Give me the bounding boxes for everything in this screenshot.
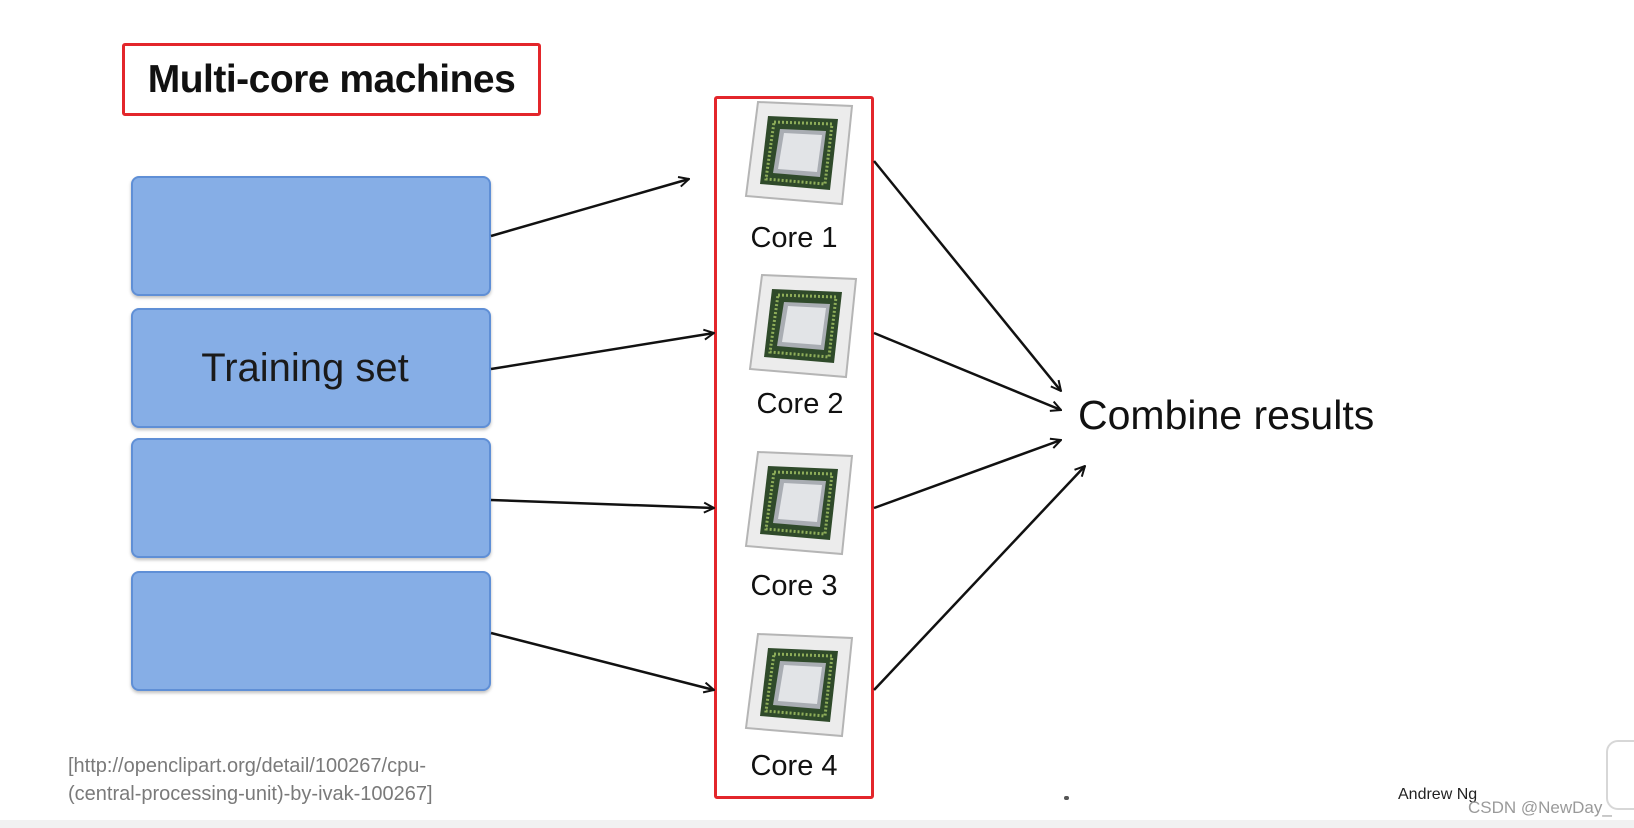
source-line-2: (central-processing-unit)-by-ivak-100267… [68,783,433,805]
watermark: CSDN @NewDay_ [1468,798,1612,817]
core-4-label: Core 4 [750,750,838,782]
core-3-label: Core 3 [750,570,838,602]
core-1-label: Core 1 [750,222,838,254]
source-citation: [http://openclipart.org/detail/100267/cp… [68,752,433,808]
training-set-block-3 [131,438,491,558]
slide-title: Multi-core machines [147,57,516,101]
cpu-chip-icon [748,273,858,379]
cpu-chip-icon [744,100,854,206]
cpu-chip-icon [744,632,854,738]
arrow-core4-to-combine [873,466,1085,691]
core-2-label: Core 2 [756,388,844,420]
training-set-block-4 [131,571,491,691]
arrow-block3-to-core3 [490,498,714,508]
cpu-chip-icon [744,450,854,556]
arrow-core2-to-combine [873,331,1061,410]
arrow-block4-to-core4 [490,631,714,690]
training-set-label: Training set [201,345,409,390]
core-2: Core 2 [714,268,874,428]
core-4: Core 4 [714,628,874,788]
cores-highlight-box [714,96,874,799]
bottom-bar [0,820,1634,828]
core-1: Core 1 [714,96,874,256]
combine-results-label: Combine results [1078,392,1375,438]
arrow-block2-to-core2 [490,333,714,371]
training-set-block-1 [131,176,491,296]
arrow-core3-to-combine [873,440,1061,510]
source-line-1: [http://openclipart.org/detail/100267/cp… [68,755,427,777]
arrow-core1-to-combine [873,160,1061,391]
side-tab-button[interactable] [1606,740,1634,810]
arrow-block1-to-core1 [490,179,689,238]
core-3: Core 3 [714,446,874,606]
author-credit: Andrew Ng [1398,786,1478,803]
training-set-block-2: Training set [131,308,491,428]
cursor-dot [1064,796,1069,800]
title-highlight-box: Multi-core machines [122,43,541,116]
